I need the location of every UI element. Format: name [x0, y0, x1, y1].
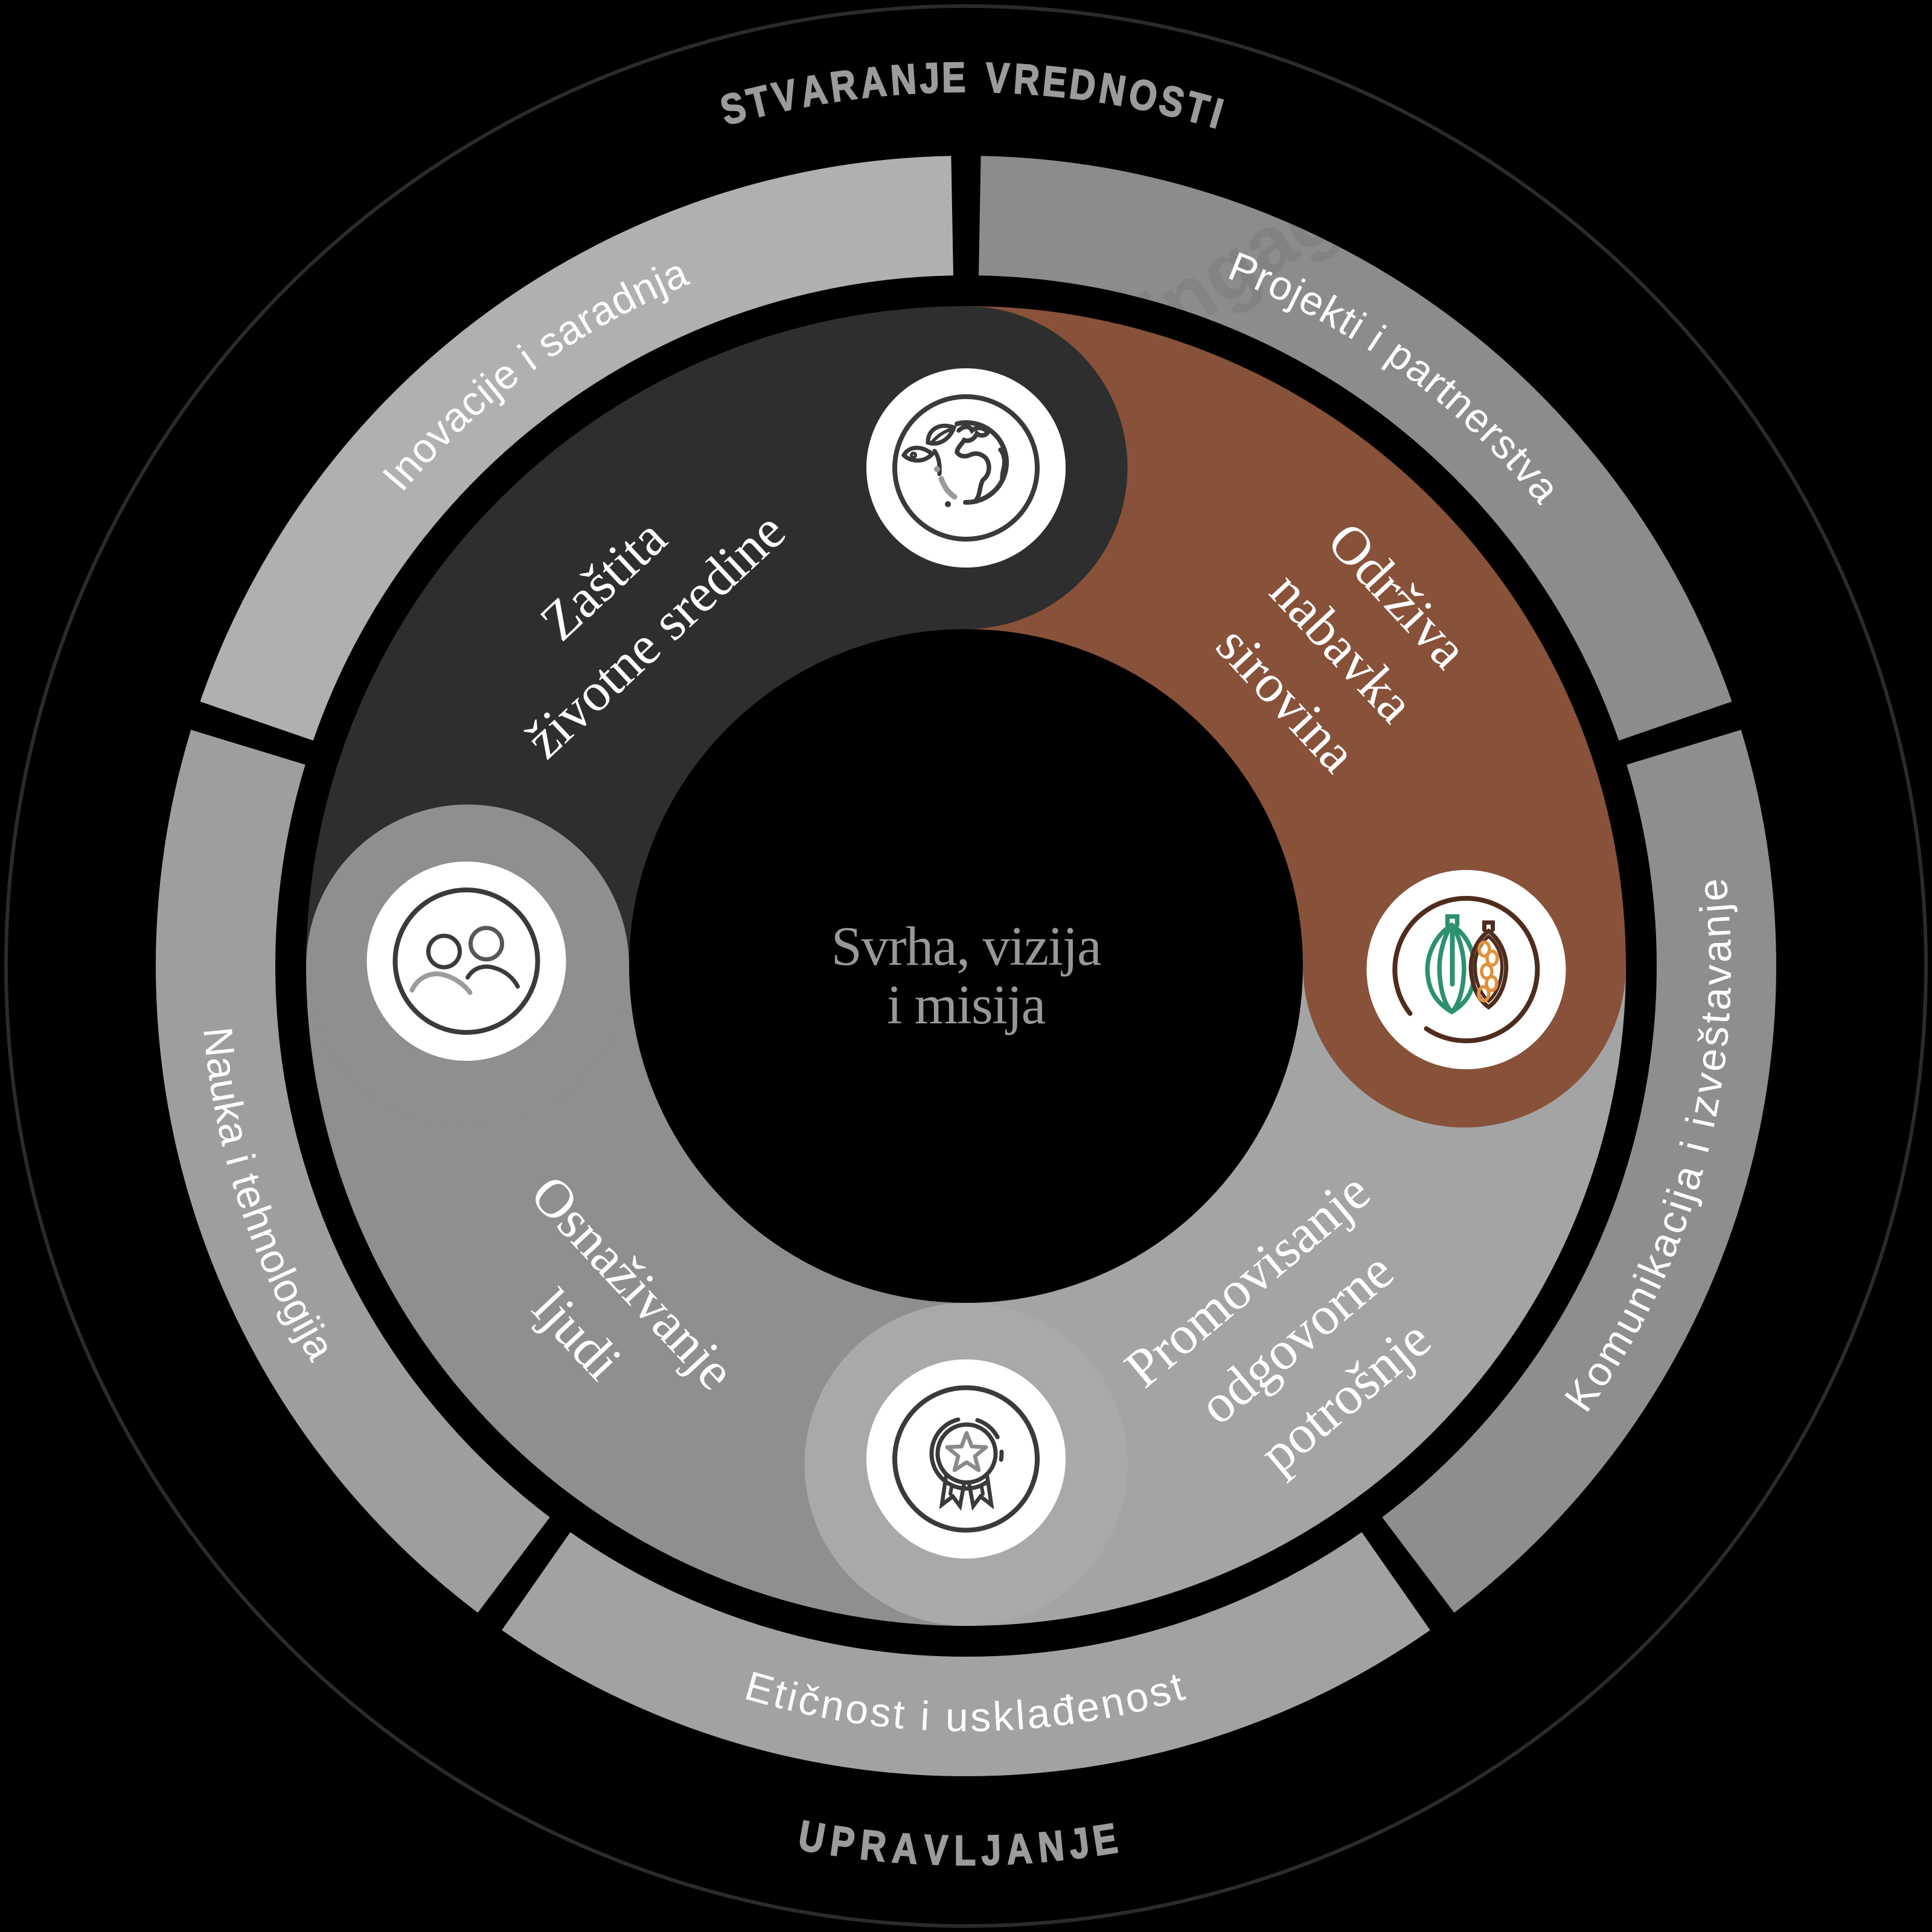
svg-text:V: V: [985, 53, 1010, 101]
svg-text:J: J: [919, 54, 941, 102]
svg-text:L: L: [954, 1826, 976, 1874]
svg-text:A: A: [1005, 1824, 1034, 1873]
svg-text:Svrha, vizija: Svrha, vizija: [831, 915, 1101, 977]
svg-text:R: R: [858, 1820, 888, 1870]
svg-text:E: E: [942, 53, 966, 101]
svg-text:J: J: [980, 1826, 1002, 1874]
svg-text:V: V: [923, 1826, 948, 1874]
svg-text:A: A: [858, 57, 888, 107]
svg-text:A: A: [891, 1823, 920, 1873]
svg-text:i misija: i misija: [887, 974, 1046, 1035]
svg-text:E: E: [1041, 57, 1069, 107]
svg-text:N: N: [889, 54, 918, 104]
svg-text:R: R: [1012, 54, 1041, 104]
svg-text:N: N: [1036, 1821, 1066, 1871]
